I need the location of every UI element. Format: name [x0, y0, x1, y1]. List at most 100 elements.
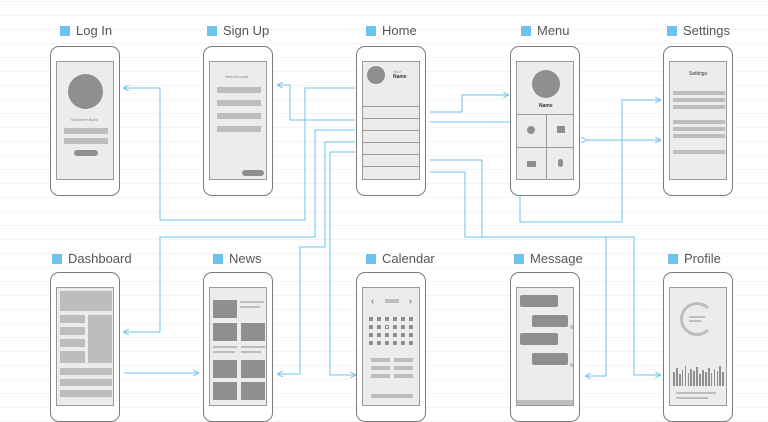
divider: [517, 114, 573, 115]
login-button[interactable]: [74, 150, 98, 156]
calendar-day[interactable]: [409, 341, 413, 345]
signup-screen[interactable]: New Account: [209, 61, 267, 180]
calendar-day[interactable]: [377, 333, 381, 337]
bullet-icon: [668, 253, 678, 264]
news-screen[interactable]: [209, 287, 267, 406]
signup-field[interactable]: [217, 100, 261, 106]
dashboard-row[interactable]: [60, 368, 112, 375]
dashboard-row[interactable]: [60, 390, 112, 397]
settings-screen[interactable]: Settings: [669, 61, 727, 180]
divider: [363, 106, 419, 107]
prev-month-icon[interactable]: ‹: [371, 296, 374, 306]
calendar-day[interactable]: [393, 341, 397, 345]
news-thumbnail[interactable]: [213, 382, 237, 400]
event-row[interactable]: [394, 358, 413, 362]
link-home-signup: [278, 85, 355, 121]
calendar-day[interactable]: [393, 333, 397, 337]
password-field[interactable]: [64, 138, 108, 144]
dashboard-tile[interactable]: [60, 315, 85, 323]
username-field[interactable]: [64, 128, 108, 134]
calendar-day[interactable]: [409, 325, 413, 329]
login-screen[interactable]: Welcome Back: [56, 61, 114, 180]
home-screen[interactable]: Your Name: [362, 61, 420, 180]
calendar-day[interactable]: [393, 325, 397, 329]
calendar-day[interactable]: [385, 341, 389, 345]
signup-field[interactable]: [217, 87, 261, 93]
signup-field[interactable]: [217, 113, 261, 119]
dashboard-panel[interactable]: [88, 315, 112, 363]
dashboard-tile[interactable]: [60, 339, 85, 347]
signup-button[interactable]: [242, 170, 264, 176]
news-thumbnail[interactable]: [241, 323, 265, 341]
calendar-day[interactable]: [409, 317, 413, 321]
equalizer-icon[interactable]: [527, 161, 536, 167]
activity-bar: [693, 371, 696, 386]
message-bubble-incoming: [520, 295, 558, 307]
settings-row[interactable]: [673, 91, 725, 95]
profile-screen[interactable]: [669, 287, 727, 406]
calendar-day[interactable]: [401, 325, 405, 329]
calendar-day[interactable]: [401, 333, 405, 337]
calendar-day[interactable]: [369, 341, 373, 345]
activity-bar: [710, 373, 713, 386]
bullet-icon: [667, 25, 677, 36]
toggle-row[interactable]: [673, 134, 725, 138]
calendar-day[interactable]: [401, 341, 405, 345]
toggle-row[interactable]: [673, 120, 725, 124]
event-row[interactable]: [394, 374, 413, 378]
new-account-text: New Account: [225, 74, 249, 79]
calendar-day[interactable]: [377, 317, 381, 321]
login-title: Log In: [60, 23, 112, 38]
calendar-day[interactable]: [385, 317, 389, 321]
event-row[interactable]: [394, 366, 413, 370]
news-thumbnail[interactable]: [241, 382, 265, 400]
message-phone: [510, 272, 580, 422]
dashboard-screen[interactable]: [56, 287, 114, 406]
next-month-icon[interactable]: ›: [409, 296, 412, 306]
calendar-day[interactable]: [377, 325, 381, 329]
settings-row[interactable]: [673, 98, 725, 102]
dashboard-tile[interactable]: [60, 327, 85, 335]
news-thumbnail[interactable]: [213, 360, 237, 378]
news-thumbnail[interactable]: [213, 300, 237, 318]
link-home-settings: [430, 100, 660, 223]
activity-bar: [690, 369, 693, 386]
message-bubble-outgoing: [532, 353, 568, 365]
calendar-screen[interactable]: ‹ ›: [362, 287, 420, 406]
news-thumbnail[interactable]: [213, 323, 237, 341]
bulb-icon[interactable]: [558, 159, 563, 167]
pie-chart-icon[interactable]: [527, 126, 535, 134]
message-screen[interactable]: [516, 287, 574, 406]
calendar-day[interactable]: [369, 333, 373, 337]
divider: [363, 154, 419, 155]
signup-field[interactable]: [217, 126, 261, 132]
calendar-day[interactable]: [385, 333, 389, 337]
menu-screen[interactable]: Name: [516, 61, 574, 180]
message-input[interactable]: [517, 400, 573, 405]
dashboard-tile[interactable]: [60, 351, 85, 363]
activity-bar: [687, 373, 690, 386]
calendar-day[interactable]: [401, 317, 405, 321]
settings-row[interactable]: [673, 150, 725, 154]
settings-row[interactable]: [673, 105, 725, 109]
calendar-day[interactable]: [409, 333, 413, 337]
activity-bar: [722, 372, 725, 386]
calendar-day[interactable]: [385, 325, 389, 329]
news-phone: [203, 272, 273, 422]
calendar-phone: ‹ ›: [356, 272, 426, 422]
calendar-day[interactable]: [377, 341, 381, 345]
user-name-text: Name: [393, 74, 407, 80]
calendar-day[interactable]: [369, 317, 373, 321]
event-row[interactable]: [371, 366, 390, 370]
calendar-grid[interactable]: [369, 317, 415, 349]
settings-phone: Settings: [663, 46, 733, 196]
calendar-day[interactable]: [369, 325, 373, 329]
news-thumbnail[interactable]: [241, 360, 265, 378]
toggle-row[interactable]: [673, 127, 725, 131]
dashboard-row[interactable]: [60, 379, 112, 386]
event-row[interactable]: [371, 358, 390, 362]
calendar-day[interactable]: [393, 317, 397, 321]
bar-chart-icon[interactable]: [557, 126, 565, 133]
menu-name-text: Name: [539, 103, 553, 109]
event-row[interactable]: [371, 374, 390, 378]
